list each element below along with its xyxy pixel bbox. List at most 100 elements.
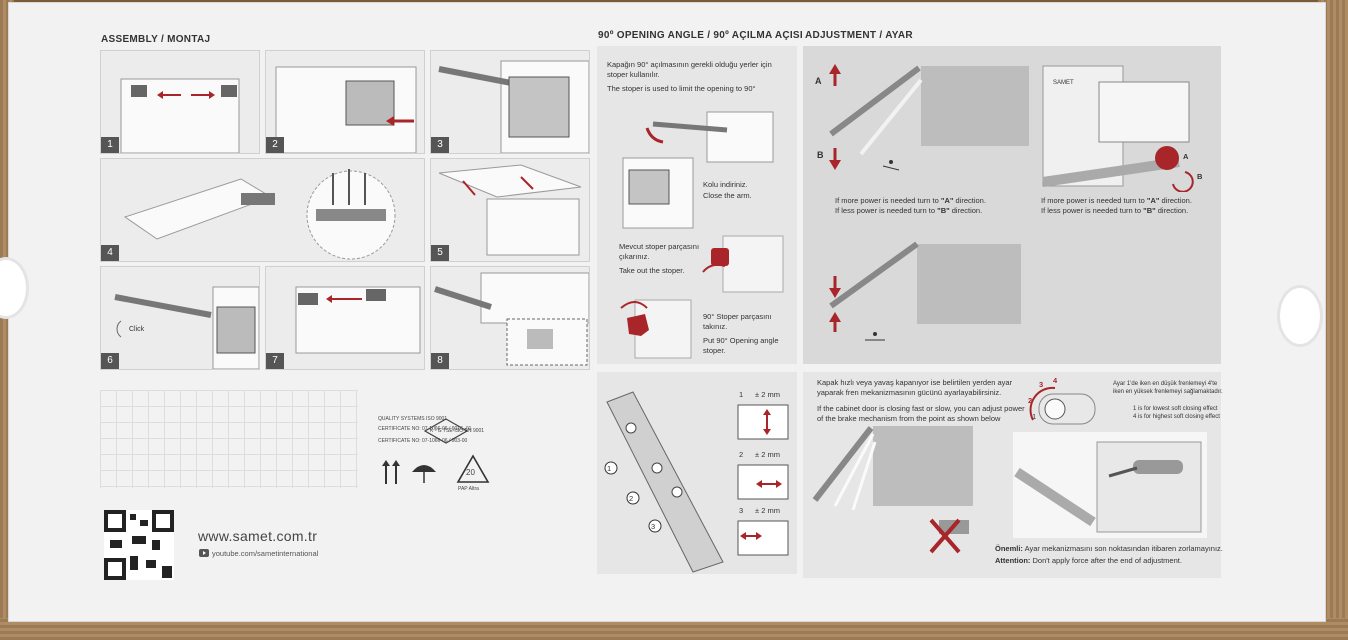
final-check-illustration <box>434 272 589 366</box>
power-less-note: If less power is needed turn to "B" dire… <box>835 206 983 215</box>
assembly-step: 4 <box>100 158 425 262</box>
step-number: 8 <box>431 353 449 369</box>
tse-badge-icon <box>424 418 468 444</box>
stoper-insert-illustration <box>620 299 692 359</box>
door-level-illustration <box>829 241 1021 341</box>
position-adjust-panel: 1 2 3 1 ± 2 mm 2 ± 2 mm 3 ± 2 mm <box>597 372 797 574</box>
step-number: 1 <box>101 137 119 153</box>
screwdriver-adjust-illustration <box>1013 432 1207 538</box>
step-number: 2 <box>266 137 284 153</box>
arm-close-en: Close the arm. <box>703 191 752 200</box>
website-link[interactable]: www.samet.com.tr <box>198 528 318 544</box>
dial-number-2: 2 <box>1028 396 1033 405</box>
direction-label-b: B <box>817 150 824 160</box>
dial-number-4: 4 <box>1053 376 1058 385</box>
step-number: 6 <box>101 353 119 369</box>
dial-number-3: 3 <box>1039 380 1044 389</box>
assembly-step: 8 <box>430 266 590 370</box>
mech-more-note: If more power is needed turn to "A" dire… <box>1041 196 1192 205</box>
hinge-insert-illustration <box>275 66 417 153</box>
mechanism-brand: SAMET <box>1053 80 1074 86</box>
mechanism-label-a: A <box>1183 152 1189 161</box>
mech-less-note: If less power is needed turn to "B" dire… <box>1041 206 1189 215</box>
stoper-arm-illustration <box>645 111 774 163</box>
recycle-number: 20 <box>466 468 475 477</box>
door-closing-illustration <box>812 426 973 554</box>
cabinet-mount-illustration <box>120 78 240 153</box>
cardboard-edge-bottom <box>0 618 1348 640</box>
click-connect-illustration <box>114 286 259 369</box>
door-fit-illustration <box>438 164 582 256</box>
dial-note-en-2: 4 is for highest soft closing effect <box>1133 414 1220 420</box>
youtube-link[interactable]: youtube.com/sametinternational <box>212 549 319 558</box>
assembly-step: Click 6 <box>100 266 260 370</box>
recycle-text: PAP Altra <box>458 486 479 492</box>
step-number: 5 <box>431 245 449 261</box>
side-adjust-icon <box>737 464 789 500</box>
dial-note-en-1: 1 is for lowest soft closing effect <box>1133 406 1218 412</box>
arm-close-tr: Kolu indiriniz. <box>703 180 748 189</box>
brake-dial-icon[interactable] <box>1029 380 1105 430</box>
keep-dry-umbrella-icon <box>412 465 436 483</box>
vertical-adjust-icon <box>737 404 789 440</box>
mechanism-illustration <box>1042 65 1194 192</box>
adjust-number: 2 <box>739 450 744 459</box>
adjust-number: 1 <box>739 390 744 399</box>
adjust-value: ± 2 mm <box>755 390 780 399</box>
direction-label-a: A <box>815 76 822 86</box>
brake-note-tr: Kapak hızlı veya yavaş kapanıyor ise bel… <box>817 378 1013 397</box>
power-adjust-panel: A B If more power is needed turn to "A" … <box>803 46 1221 364</box>
assembly-step: 1 <box>100 50 260 154</box>
arm-attach-illustration <box>438 60 589 153</box>
youtube-icon <box>199 549 209 557</box>
callout-3: 3 <box>651 522 656 531</box>
click-label: Click <box>129 326 145 333</box>
put-stoper-tr: 90° Stoper parçasını takınız. <box>703 312 772 331</box>
brake-note-en: If the cabinet door is closing fast or s… <box>817 404 1025 423</box>
opening-intro-tr: Kapağın 90° açılmasının gerekli olduğu y… <box>607 60 772 79</box>
recycle-icon <box>456 454 490 483</box>
callout-1: 1 <box>607 464 612 473</box>
power-more-note: If more power is needed turn to "A" dire… <box>835 196 986 205</box>
adjust-value: ± 2 mm <box>755 506 780 515</box>
adjust-value: ± 2 mm <box>755 450 780 459</box>
qr-code-icon[interactable] <box>104 510 174 580</box>
assembly-step: 5 <box>430 158 590 262</box>
depth-adjust-icon <box>737 520 789 556</box>
take-stoper-tr: Mevcut stoper parçasını çıkarınız. <box>619 242 700 261</box>
this-way-up-icon <box>382 460 400 484</box>
opening-intro-en: The stoper is used to limit the opening … <box>607 84 756 93</box>
step-number: 7 <box>266 353 284 369</box>
assembly-step: 7 <box>265 266 425 370</box>
put-stoper-en: Put 90° Opening angle stoper. <box>703 336 779 355</box>
box-notch-right <box>1280 288 1320 344</box>
attention-note: Attention: Don't apply force after the e… <box>995 556 1182 565</box>
dial-number-1: 1 <box>1032 412 1037 421</box>
cert-line: QUALITY SYSTEMS ISO 9001 <box>378 416 448 422</box>
adjust-number: 3 <box>739 506 744 515</box>
hinge-plate-illustration <box>604 391 724 573</box>
tse-badge-text: K - G TSE-ISO-EN 9001 <box>430 428 485 434</box>
stoper-remove-illustration <box>702 235 784 293</box>
blank-grid <box>100 390 358 488</box>
assembly-step: 3 <box>430 50 590 154</box>
opening-heading: 90º OPENING ANGLE / 90º AÇILMA AÇISI <box>598 30 803 41</box>
cert-line: CERTIFICATE NO: 07-1066-06 / 9016 -01 <box>378 426 472 432</box>
door-power-illustration <box>829 64 1029 171</box>
dial-note-tr: Ayar 1'de iken en düşük frenlemeyi 4'te … <box>1113 381 1223 395</box>
adjustment-heading: ADJUSTMENT / AYAR <box>805 30 913 41</box>
important-note: Önemli: Ayar mekanizmasını son noktasınd… <box>995 544 1223 553</box>
door-screw-illustration <box>123 169 396 260</box>
cabinet-arm-illustration <box>622 157 694 229</box>
opening-panel: Kapağın 90° açılmasının gerekli olduğu y… <box>597 46 797 364</box>
mechanism-label-b: B <box>1197 172 1203 181</box>
brake-adjust-panel: Kapak hızlı veya yavaş kapanıyor ise bel… <box>803 372 1223 578</box>
arm-slide-illustration <box>295 286 421 354</box>
step-number: 3 <box>431 137 449 153</box>
callout-2: 2 <box>629 494 634 503</box>
cert-line: CERTIFICATE NO: 07-1066-06 / 903-00 <box>378 438 468 444</box>
take-stoper-en: Take out the stoper. <box>619 266 685 275</box>
step-number: 4 <box>101 245 119 261</box>
assembly-step: 2 <box>265 50 425 154</box>
assembly-heading: ASSEMBLY / MONTAJ <box>101 34 211 45</box>
